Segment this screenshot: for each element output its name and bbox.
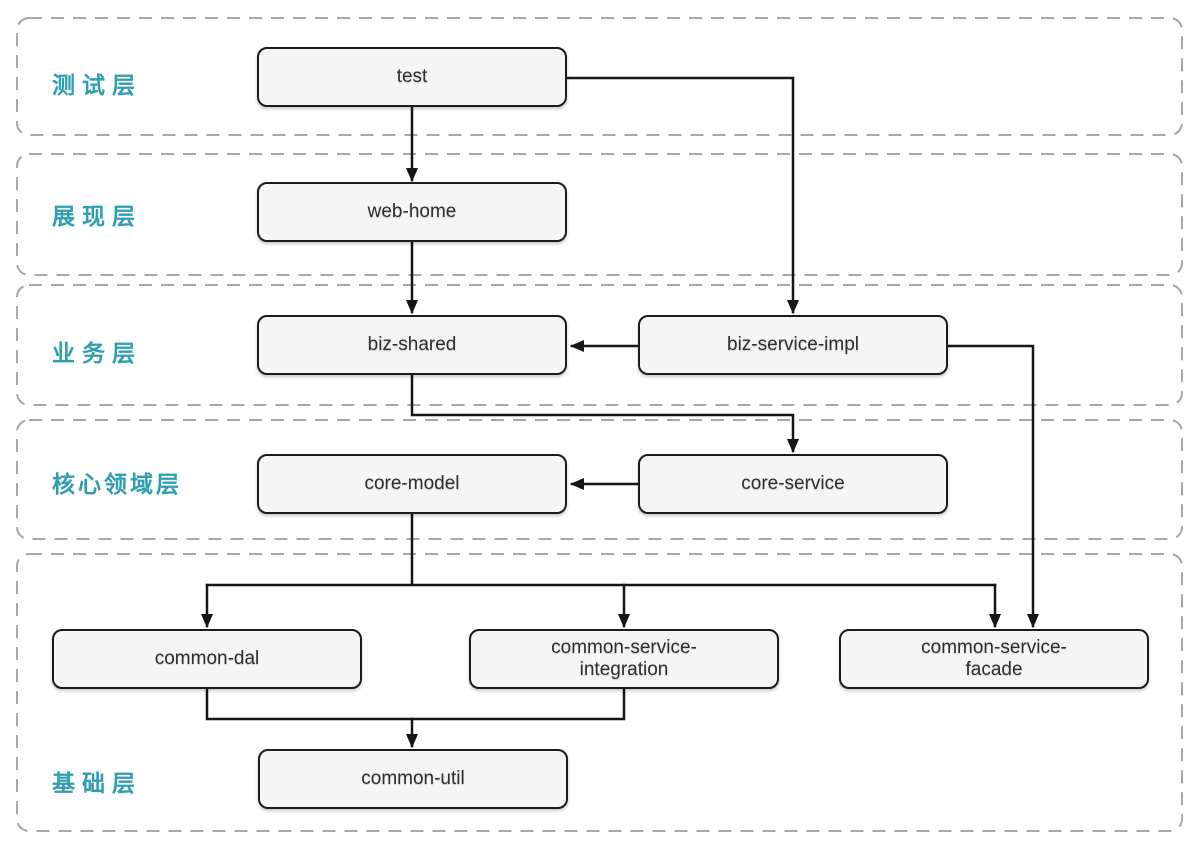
layer-label-test: 测试层 <box>52 72 142 98</box>
node-core-model: core-model <box>257 454 567 514</box>
edge-test-to-biz-service-impl <box>565 76 799 314</box>
node-common-util: common-util <box>258 749 568 809</box>
node-web-home: web-home <box>257 182 567 242</box>
layer-label-business: 业务层 <box>52 340 142 366</box>
edge-biz-shared-to-core-service <box>410 373 799 453</box>
node-biz-service-impl: biz-service-impl <box>638 315 948 375</box>
band-foundation-layer <box>16 553 1183 832</box>
node-biz-shared: biz-shared <box>257 315 567 375</box>
band-test-layer <box>16 17 1183 136</box>
node-common-service-integration: common-service- integration <box>469 629 779 689</box>
layer-label-foundation: 基础层 <box>52 770 142 796</box>
node-common-dal: common-dal <box>52 629 362 689</box>
node-test: test <box>257 47 567 107</box>
band-presentation-layer <box>16 153 1183 276</box>
edge-bottom-merge-connector <box>205 687 626 721</box>
edge-biz-service-impl-to-common-service-facade <box>946 344 1039 628</box>
node-core-service: core-service <box>638 454 948 514</box>
layer-label-core-domain: 核心领域层 <box>52 471 182 497</box>
edge-core-model-branch-connector <box>205 512 997 587</box>
band-core-domain-layer <box>16 419 1183 540</box>
node-common-service-facade: common-service- facade <box>839 629 1149 689</box>
layer-label-presentation: 展现层 <box>52 203 142 229</box>
